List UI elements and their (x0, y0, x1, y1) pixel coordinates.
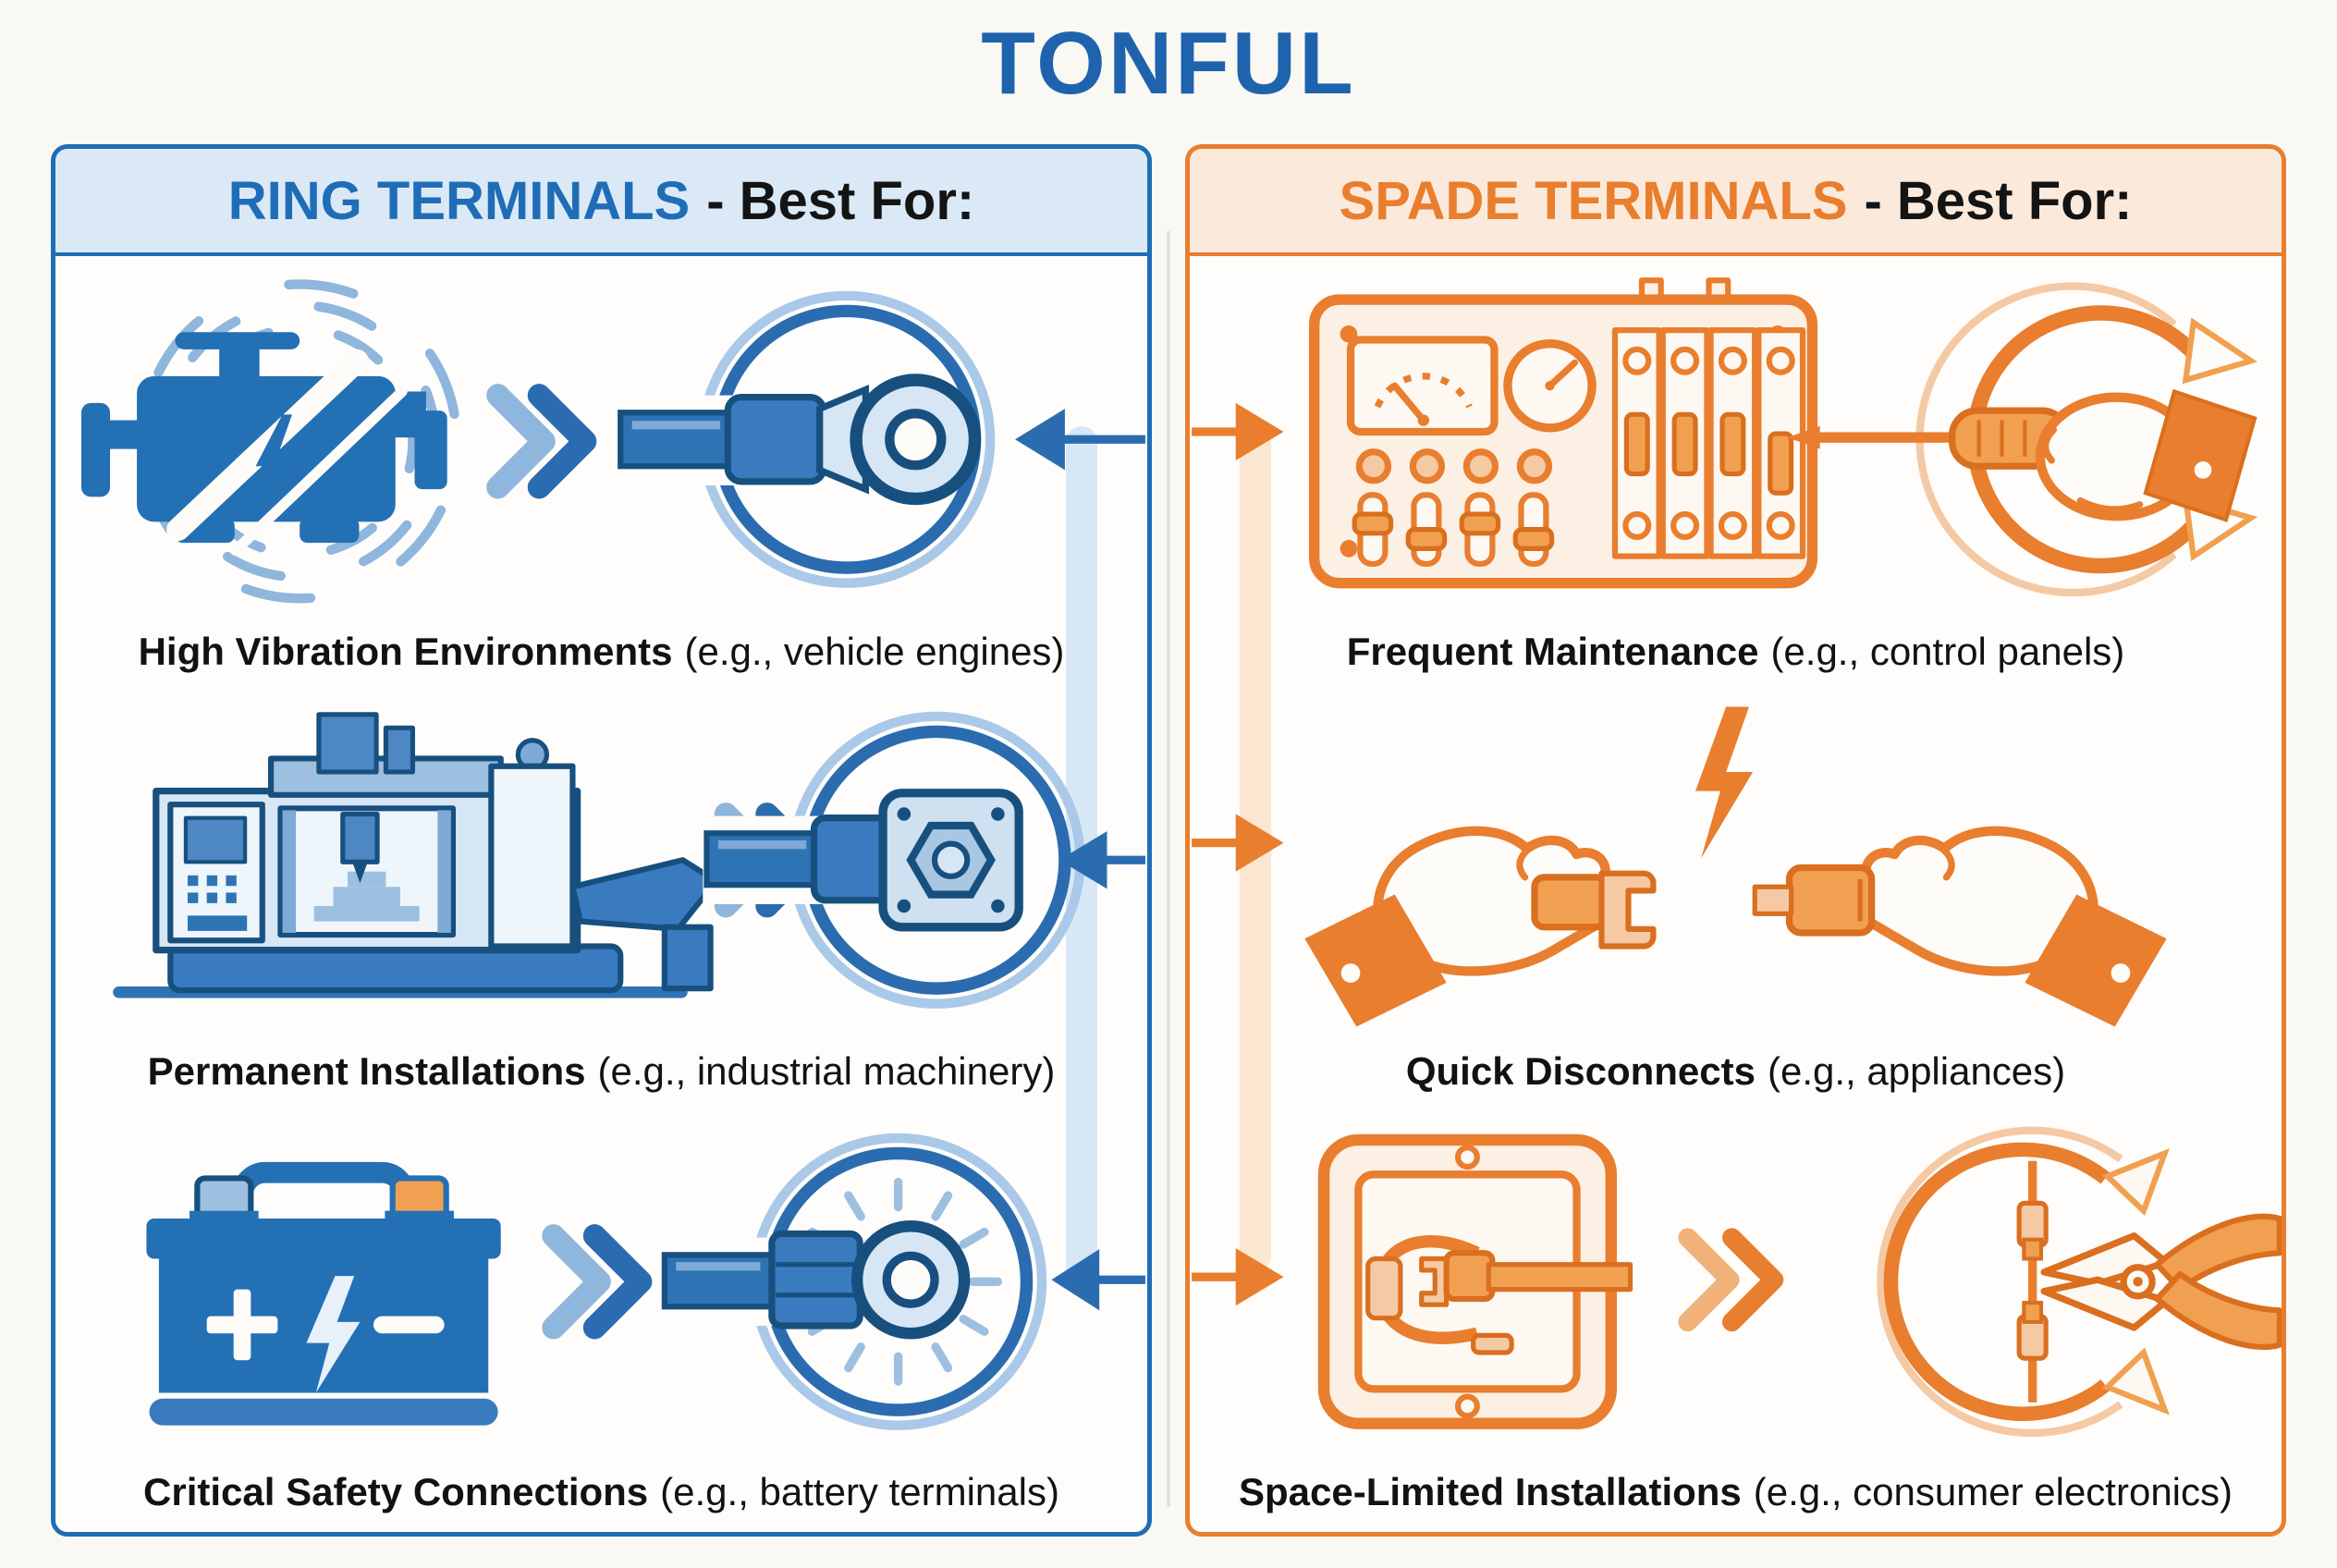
arrow-left-icon (1058, 830, 1145, 889)
row-caption: Frequent Maintenance (e.g., control pane… (1190, 623, 2282, 680)
row-title: Space-Limited Installations (1239, 1470, 1742, 1514)
ring-panel-title: RING TERMINALS (227, 170, 691, 231)
row-art-critical-safety (55, 1100, 1147, 1464)
hand-rotation-icon (1787, 282, 2258, 597)
circuit-breakers (1611, 327, 1806, 559)
ring-panel-body: High Vibration Environments (e.g., vehic… (55, 256, 1147, 1532)
arrow-right-icon (1192, 1248, 1284, 1306)
chevron-right-icon (542, 1224, 653, 1340)
arrow-right-icon (1192, 402, 1284, 461)
panel-ring-terminals: RING TERMINALS - Best For: (51, 144, 1152, 1537)
ring-panel-title-suffix: - Best For: (706, 170, 975, 231)
row-example: (e.g., battery terminals) (660, 1470, 1059, 1514)
control-panel-icon (1308, 277, 1818, 589)
row-art-quick-disconnects (1190, 680, 2282, 1044)
spade-panel-header: SPADE TERMINALS - Best For: (1190, 149, 2282, 256)
lightning-bolt-icon (1695, 706, 1754, 858)
ring-terminal-sunburst-circle-icon (660, 1133, 1047, 1431)
quick-disconnects-illustration (1192, 706, 2167, 1027)
permanent-installations-illustration (113, 711, 1145, 1009)
row-caption: Permanent Installations (e.g., industria… (55, 1043, 1147, 1100)
row-caption: Critical Safety Connections (e.g., batte… (55, 1464, 1147, 1521)
row-title: Frequent Maintenance (1346, 629, 1759, 673)
comparison-panels: RING TERMINALS - Best For: (51, 144, 2286, 1537)
row-art-high-vibration (55, 260, 1147, 623)
row-art-frequent-maintenance (1190, 260, 2282, 623)
row-example: (e.g., vehicle engines) (684, 629, 1065, 673)
spade-panel-body: Frequent Maintenance (e.g., control pane… (1190, 256, 2282, 1532)
spade-row-frequent-maintenance: Frequent Maintenance (e.g., control pane… (1190, 260, 2282, 680)
chevron-right-icon (486, 384, 597, 499)
arrow-right-icon (1192, 814, 1284, 872)
screwdriver-icon (1787, 407, 2071, 470)
spade-row-space-limited: Space-Limited Installations (e.g., consu… (1190, 1100, 2282, 1521)
engine-vibration-icon (80, 279, 462, 604)
chevron-right-icon (1678, 1228, 1784, 1332)
arrow-left-icon (1015, 409, 1145, 471)
panel-spade-terminals: SPADE TERMINALS - Best For: (1185, 144, 2286, 1537)
ring-panel-header: RING TERMINALS - Best For: (55, 149, 1147, 256)
pliers-rotation-circle-icon (1877, 1126, 2282, 1438)
high-vibration-illustration (80, 279, 1145, 604)
junction-box-icon (1317, 1134, 1633, 1430)
ring-row-permanent-installations: Permanent Installations (e.g., industria… (55, 680, 1147, 1101)
right-hand (1850, 826, 2167, 1027)
critical-safety-illustration (146, 1133, 1145, 1431)
cnc-machine-icon (113, 711, 719, 998)
car-battery-icon (146, 1162, 501, 1427)
sliders (1352, 492, 1555, 568)
spade-panel-title-suffix: - Best For: (1864, 170, 2133, 231)
row-title: Critical Safety Connections (143, 1470, 649, 1514)
spade-panel-title: SPADE TERMINALS (1339, 170, 1848, 231)
left-hand (1304, 826, 1621, 1027)
row-example: (e.g., control panels) (1770, 629, 2125, 673)
row-art-space-limited (1190, 1100, 2282, 1464)
space-limited-illustration (1192, 1126, 2282, 1438)
row-caption: High Vibration Environments (e.g., vehic… (55, 623, 1147, 680)
row-caption: Space-Limited Installations (e.g., consu… (1190, 1464, 2282, 1521)
row-caption: Quick Disconnects (e.g., appliances) (1190, 1043, 2282, 1100)
arrow-left-icon (1051, 1249, 1145, 1311)
spade-row-quick-disconnects: Quick Disconnects (e.g., appliances) (1190, 680, 2282, 1101)
ring-row-critical-safety: Critical Safety Connections (e.g., batte… (55, 1100, 1147, 1521)
spade-connector-pair-icon (1531, 864, 1876, 949)
ring-terminal-circle-icon (617, 290, 996, 588)
panel-divider-line (1167, 231, 1170, 1507)
pliers-icon (2040, 1214, 2282, 1351)
row-title: Permanent Installations (147, 1049, 586, 1094)
ring-row-high-vibration: High Vibration Environments (e.g., vehic… (55, 260, 1147, 680)
bolt-glyph (255, 414, 300, 508)
row-example: (e.g., consumer electronics) (1753, 1470, 2233, 1514)
row-title: Quick Disconnects (1405, 1049, 1756, 1094)
row-example: (e.g., appliances) (1767, 1049, 2066, 1094)
row-example: (e.g., industrial machinery) (597, 1049, 1056, 1094)
row-title: High Vibration Environments (138, 629, 673, 673)
flange-terminal-circle-icon (703, 711, 1085, 1009)
frequent-maintenance-illustration (1192, 277, 2258, 597)
row-art-permanent-installations (55, 680, 1147, 1044)
brand-logo: TONFUL (981, 14, 1356, 113)
